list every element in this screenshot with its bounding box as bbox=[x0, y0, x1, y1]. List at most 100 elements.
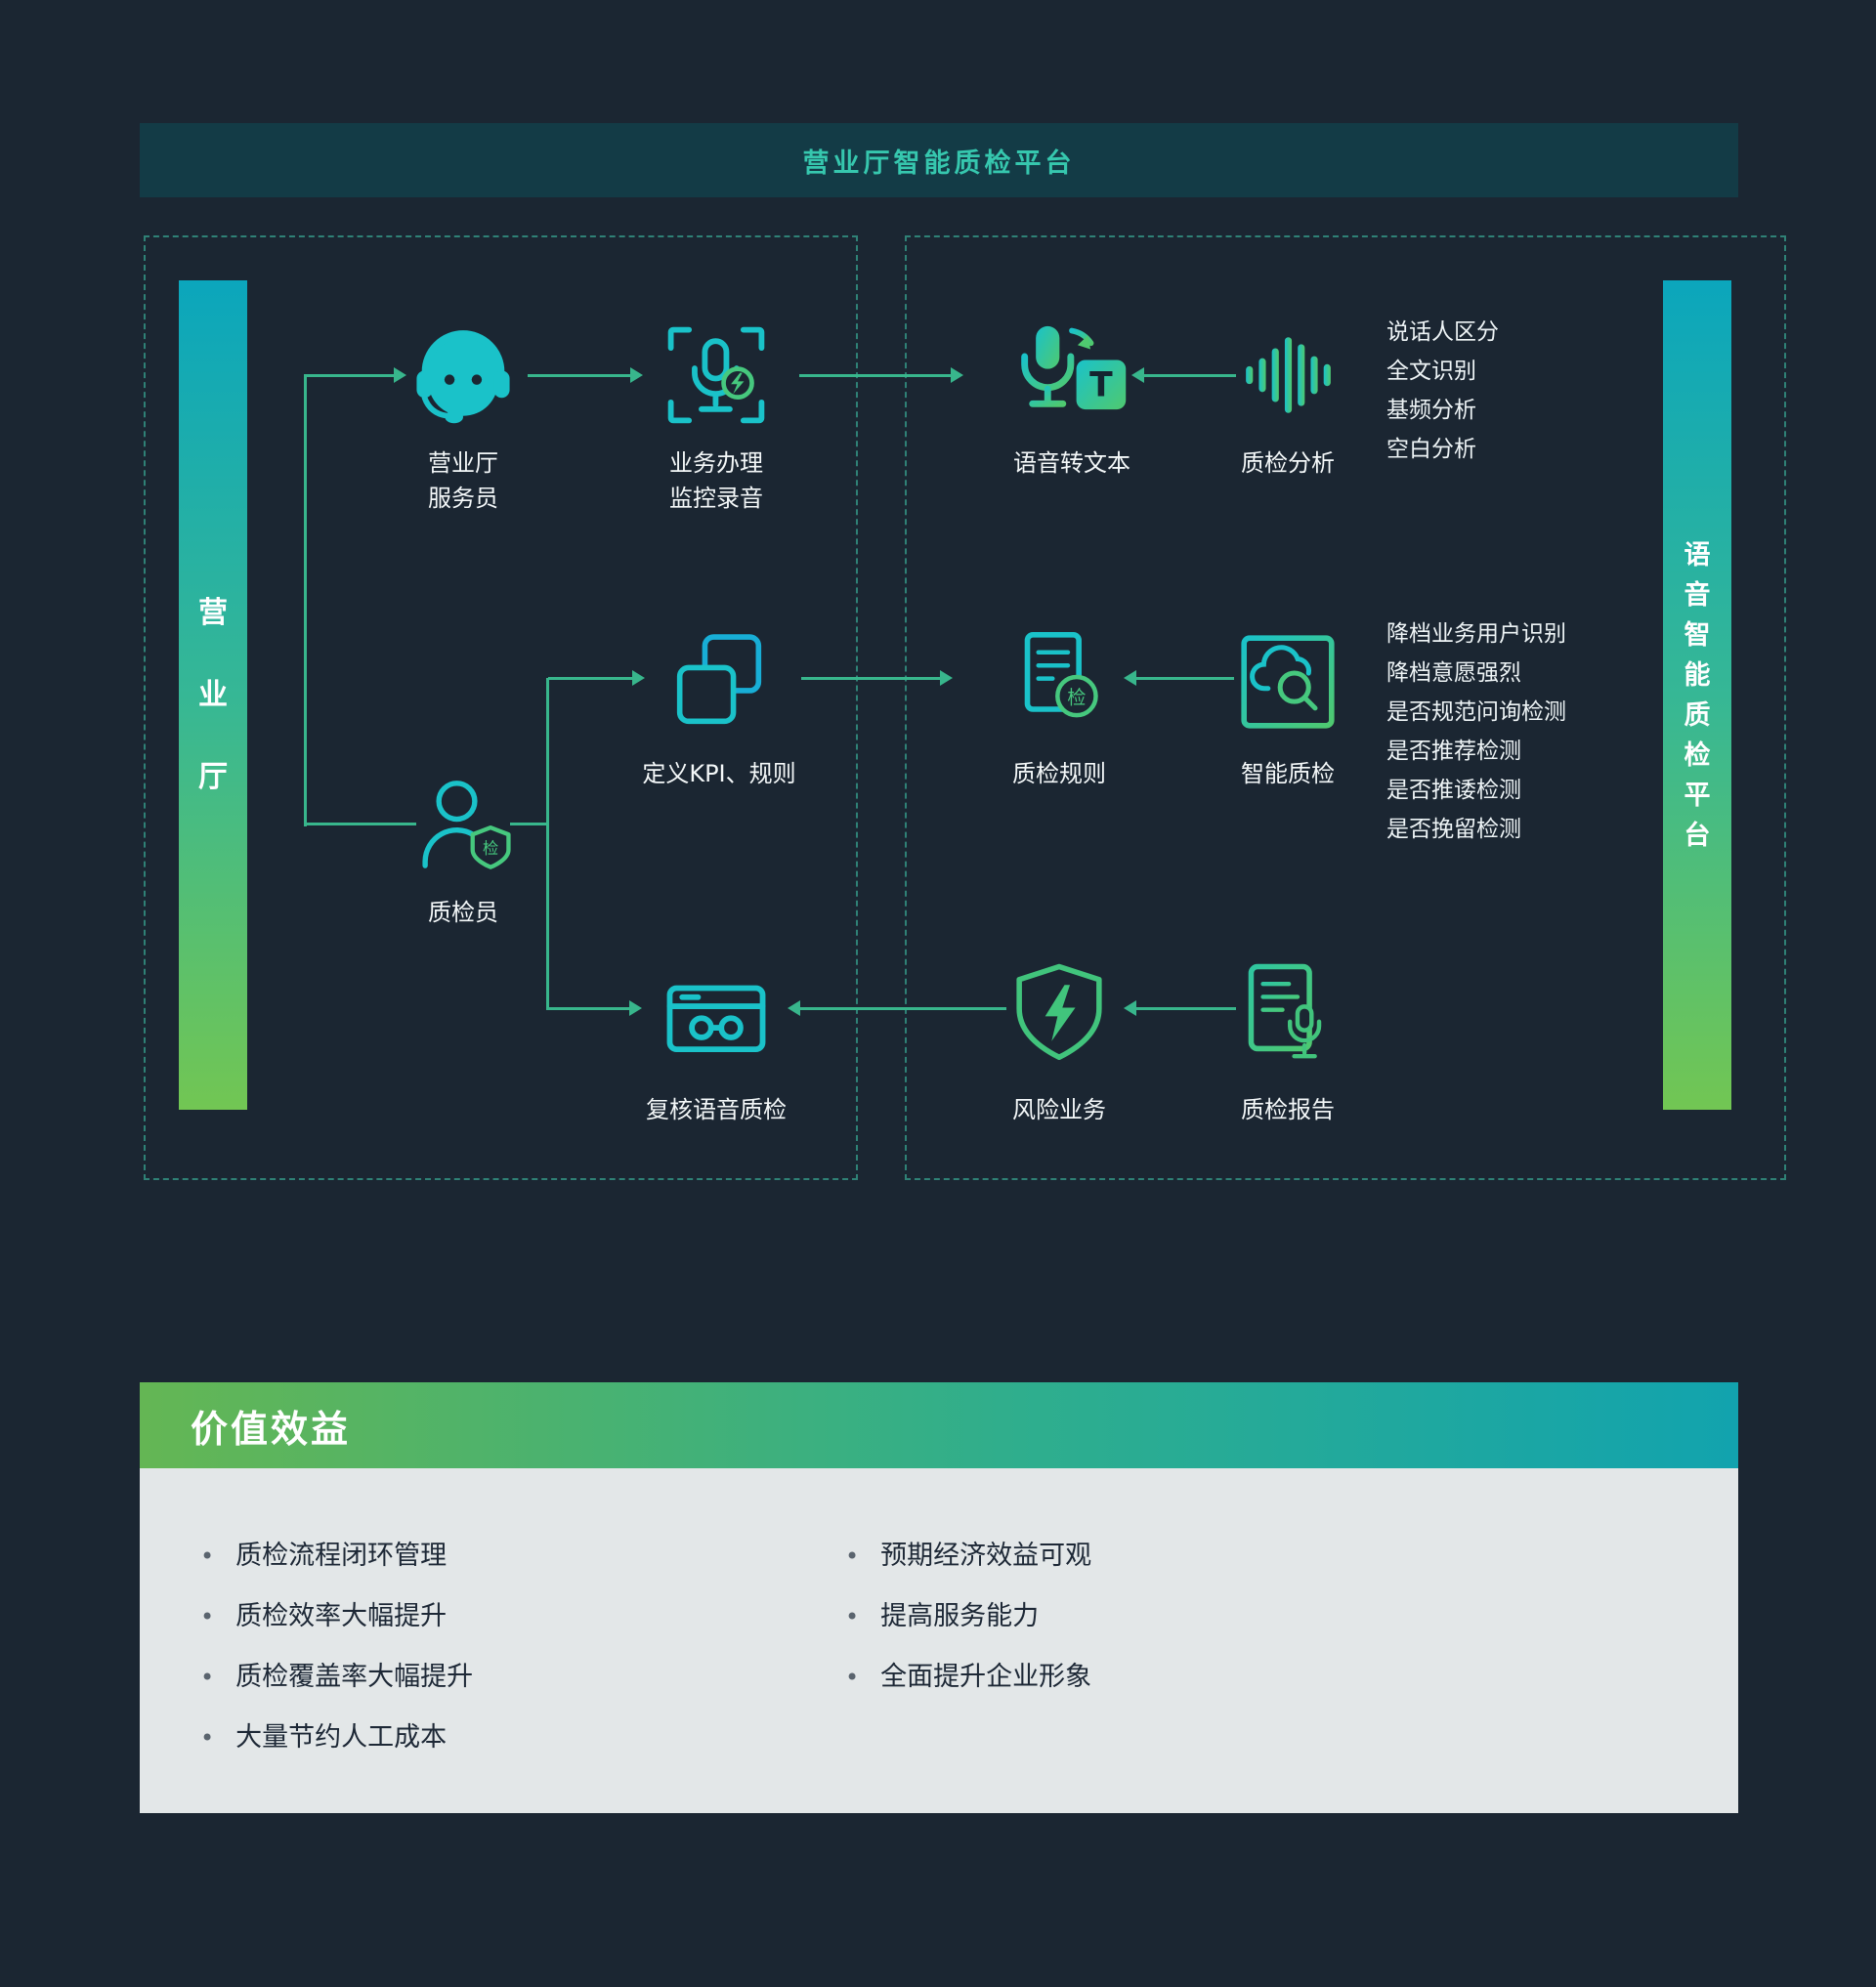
platform-side-char: 音 bbox=[1684, 579, 1711, 611]
smart-qc-feature-item: 降档业务用户识别 bbox=[1386, 621, 1566, 647]
qc-rules-label: 质检规则 bbox=[1012, 756, 1106, 791]
smart-qc-label: 智能质检 bbox=[1241, 756, 1335, 791]
connector-analysis-to-stt bbox=[1144, 374, 1236, 377]
qc-analysis-icon-box bbox=[1171, 311, 1405, 440]
connector-to-review bbox=[548, 1007, 629, 1010]
smart-qc-icon bbox=[1241, 635, 1335, 729]
inspector-label-text: 质检员 bbox=[428, 899, 498, 926]
benefit-item: 质检流程闭环管理 bbox=[200, 1526, 473, 1586]
smart-qc-feature-item: 是否推荐检测 bbox=[1386, 739, 1521, 764]
qc-analysis-label: 质检分析 bbox=[1241, 445, 1335, 481]
arrowhead-risk-to-review bbox=[788, 1000, 800, 1016]
analysis-feature-item: 全文识别 bbox=[1386, 359, 1476, 384]
hall-agent-label-line1: 营业厅 bbox=[428, 449, 498, 477]
voice-review-label: 复核语音质检 bbox=[646, 1092, 787, 1127]
kpi-rules-label: 定义KPI、规则 bbox=[642, 756, 795, 791]
speech-to-text-label: 语音转文本 bbox=[1013, 445, 1130, 481]
risk-business-label: 风险业务 bbox=[1012, 1092, 1106, 1127]
kpi-rules-icon-box bbox=[602, 613, 836, 750]
arrowhead-agent-to-monitor bbox=[630, 367, 643, 383]
inspector-badge-char: 检 bbox=[483, 839, 498, 858]
connector-hall-branch bbox=[304, 374, 307, 826]
connector-inspector-branch bbox=[546, 678, 549, 1010]
node-inspector: 检 质检员 bbox=[346, 762, 580, 930]
connector-risk-to-review bbox=[800, 1007, 1006, 1010]
smart-qc-feature-item: 是否挽留检测 bbox=[1386, 817, 1521, 842]
arrowhead-smart-to-rules bbox=[1124, 670, 1136, 686]
node-qc-report: 质检报告 bbox=[1171, 940, 1405, 1127]
node-kpi-rules: 定义KPI、规则 bbox=[602, 613, 836, 791]
smart-qc-icon-box bbox=[1171, 613, 1405, 750]
hall-side-char: 业 bbox=[198, 677, 228, 712]
waveform-icon bbox=[1246, 337, 1331, 413]
connector-agent-to-monitor bbox=[528, 374, 630, 377]
connector-report-to-risk bbox=[1136, 1007, 1236, 1010]
analysis-feature-item: 空白分析 bbox=[1386, 437, 1476, 462]
connector-monitor-to-stt bbox=[799, 374, 951, 377]
platform-side-char: 智 bbox=[1684, 619, 1711, 651]
smart-qc-feature-item: 是否推诿检测 bbox=[1386, 778, 1521, 803]
speech-to-text-label-text: 语音转文本 bbox=[1013, 449, 1130, 477]
top-banner: 营业厅智能质检平台 bbox=[140, 123, 1738, 197]
voice-review-icon-box bbox=[599, 940, 833, 1086]
hall-region-box bbox=[144, 235, 858, 1180]
voice-review-label-text: 复核语音质检 bbox=[646, 1096, 787, 1123]
benefit-item: 质检效率大幅提升 bbox=[200, 1586, 473, 1647]
node-smart-qc: 智能质检 bbox=[1171, 613, 1405, 791]
risk-business-label-text: 风险业务 bbox=[1012, 1096, 1106, 1123]
recording-monitor-label: 业务办理 监控录音 bbox=[669, 445, 763, 516]
inspector-icon: 检 bbox=[422, 781, 511, 869]
recording-monitor-label-line1: 业务办理 bbox=[669, 449, 763, 477]
qc-rules-icon-box: 检 bbox=[942, 613, 1176, 750]
benefit-item: 预期经济效益可观 bbox=[845, 1526, 1091, 1586]
recording-monitor-label-line2: 监控录音 bbox=[669, 485, 763, 512]
node-voice-review: 复核语音质检 bbox=[599, 940, 833, 1127]
recording-monitor-icon bbox=[667, 326, 765, 424]
platform-side-char: 质 bbox=[1684, 699, 1711, 731]
connector-inspector-stub bbox=[510, 823, 548, 825]
qc-analysis-label-text: 质检分析 bbox=[1241, 449, 1335, 477]
arrowhead-to-agent bbox=[394, 367, 406, 383]
platform-region-box bbox=[905, 235, 1786, 1180]
benefits-body: 质检流程闭环管理 质检效率大幅提升 质检覆盖率大幅提升 大量节约人工成本 预期经… bbox=[140, 1468, 1738, 1813]
risk-shield-icon bbox=[1016, 963, 1102, 1061]
hall-agent-label: 营业厅 服务员 bbox=[428, 445, 498, 516]
connector-to-kpi bbox=[548, 677, 632, 680]
speech-to-text-icon-box: T bbox=[955, 311, 1189, 440]
risk-business-icon-box bbox=[942, 940, 1176, 1086]
node-speech-to-text: T 语音转文本 bbox=[955, 311, 1189, 481]
benefits-title: 价值效益 bbox=[191, 1407, 352, 1451]
connector-to-agent bbox=[304, 374, 394, 377]
node-risk-business: 风险业务 bbox=[942, 940, 1176, 1127]
platform-side-char: 平 bbox=[1684, 780, 1711, 811]
qc-rules-label-text: 质检规则 bbox=[1012, 760, 1106, 787]
platform-side-char: 语 bbox=[1684, 539, 1711, 571]
arrowhead-kpi-to-rules bbox=[940, 670, 953, 686]
platform-side-char: 台 bbox=[1684, 820, 1711, 851]
hall-side-char: 营 bbox=[198, 595, 228, 630]
qc-report-label: 质检报告 bbox=[1241, 1092, 1335, 1127]
benefits-left-list: 质检流程闭环管理 质检效率大幅提升 质检覆盖率大幅提升 大量节约人工成本 bbox=[200, 1526, 473, 1768]
headset-agent-icon bbox=[416, 330, 510, 424]
speech-to-text-icon: T bbox=[1021, 325, 1127, 410]
arrowhead-monitor-to-stt bbox=[951, 367, 963, 383]
qc-rules-badge-char: 检 bbox=[1067, 687, 1086, 708]
smart-qc-feature-list: 降档业务用户识别 降档意愿强烈 是否规范问询检测 是否推荐检测 是否推诿检测 是… bbox=[1386, 614, 1566, 849]
kpi-rules-icon bbox=[676, 634, 762, 725]
arrowhead-report-to-risk bbox=[1124, 1000, 1136, 1016]
platform-side-char: 能 bbox=[1684, 659, 1711, 691]
smart-qc-feature-item: 降档意愿强烈 bbox=[1386, 660, 1521, 686]
arrowhead-to-kpi bbox=[632, 670, 645, 686]
arrowhead-to-review bbox=[629, 1000, 642, 1016]
benefit-item: 提高服务能力 bbox=[845, 1586, 1091, 1647]
qc-report-label-text: 质检报告 bbox=[1241, 1096, 1335, 1123]
qc-rules-icon: 检 bbox=[1024, 632, 1098, 718]
arrowhead-analysis-to-stt bbox=[1131, 367, 1144, 383]
platform-side-bar: 语 音 智 能 质 检 平 台 bbox=[1663, 280, 1731, 1110]
benefit-item: 质检覆盖率大幅提升 bbox=[200, 1647, 473, 1708]
inspector-icon-box: 检 bbox=[346, 762, 580, 889]
connector-to-inspector bbox=[304, 823, 416, 825]
connector-smart-to-rules bbox=[1136, 677, 1234, 680]
stt-letter-badge: T bbox=[1089, 365, 1113, 404]
